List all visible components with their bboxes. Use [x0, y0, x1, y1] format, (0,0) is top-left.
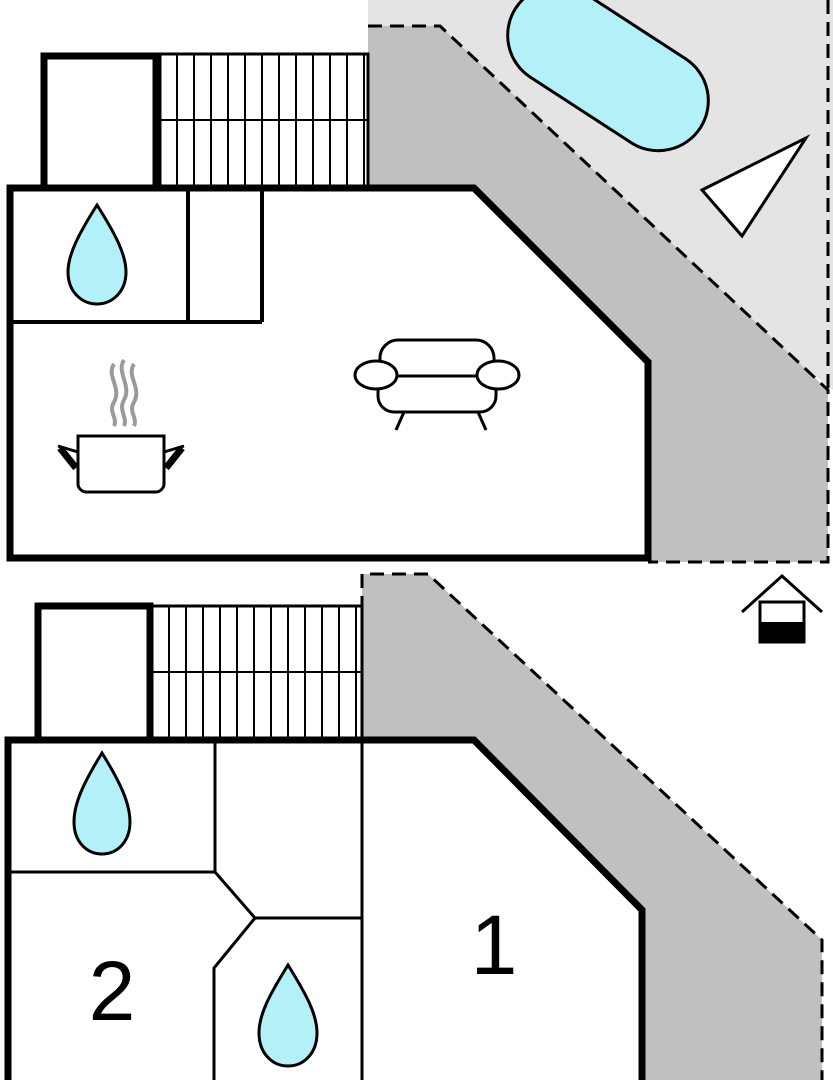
room-label-2: 2: [89, 944, 136, 1038]
closet-upper: [40, 52, 160, 192]
bathroom-water-drop-icon: [72, 750, 132, 856]
partition: [212, 917, 257, 1080]
bathroom-water-drop-icon: [66, 202, 128, 306]
pool-icon: [506, 0, 710, 153]
bathroom-water-drop-icon: [257, 962, 319, 1068]
terrace-upper: [368, 26, 828, 562]
terrace-boundary-upper: [368, 24, 830, 564]
terrace-lower: [362, 574, 822, 1080]
kitchen-pot-icon: [57, 358, 185, 494]
sailboat-icon: [699, 134, 811, 239]
room-label-1: 1: [471, 898, 518, 992]
stairs-upper: [158, 52, 370, 188]
stairs-lower: [150, 604, 364, 742]
entrance-house-icon: [740, 573, 824, 644]
living-room-sofa-icon: [353, 338, 521, 431]
lower-floor: 1 2: [4, 572, 824, 1080]
closet-lower: [34, 602, 154, 744]
main-room-lower: [4, 736, 646, 1080]
upper-floor: [6, 0, 833, 564]
